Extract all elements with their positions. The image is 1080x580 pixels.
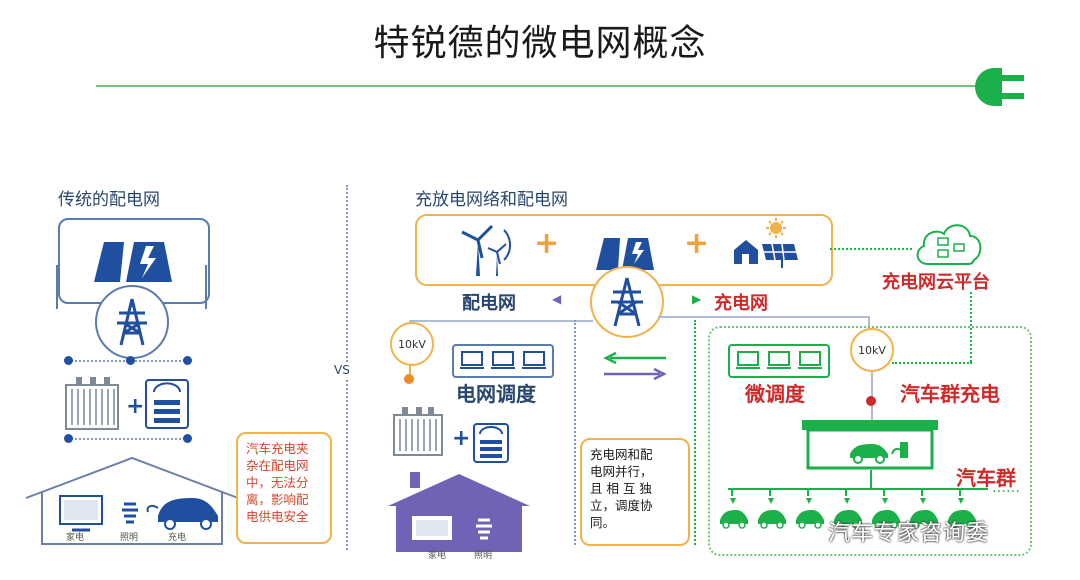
plus-icon: + bbox=[126, 394, 145, 419]
node-dot bbox=[183, 356, 192, 365]
plug-logo-icon bbox=[975, 68, 1024, 106]
plus-icon: + bbox=[452, 426, 471, 451]
callout-line: 充电网和配 bbox=[590, 447, 653, 462]
ev-car-row bbox=[720, 488, 976, 529]
arrow-right-icon: ▶ bbox=[692, 292, 702, 306]
micro-dispatch-label: 微调度 bbox=[745, 382, 805, 406]
cloud-platform-label: 充电网云平台 bbox=[882, 272, 990, 293]
plus-icon: + bbox=[684, 226, 710, 261]
grid-label: 配电网 bbox=[462, 293, 516, 314]
charge-feeder-line bbox=[694, 320, 696, 545]
home-label: 充电 bbox=[168, 533, 187, 543]
node-dot bbox=[866, 396, 876, 406]
callout-line: 且 相 互 独 bbox=[590, 481, 652, 496]
node-dot bbox=[404, 374, 414, 384]
tower-circle bbox=[590, 266, 664, 338]
node-dot bbox=[64, 356, 73, 365]
wind-turbine-icon bbox=[461, 224, 511, 276]
monitor-icon bbox=[460, 351, 546, 369]
cloud-link-line bbox=[892, 362, 972, 364]
microgrid-region bbox=[708, 326, 1032, 556]
more-ellipsis-icon: …… bbox=[992, 480, 1020, 496]
arrow-left-icon: ◀ bbox=[552, 292, 562, 306]
grid-feeder-line bbox=[409, 320, 593, 322]
callout-line: 中，无法分 bbox=[246, 475, 309, 490]
left-heading: 传统的配电网 bbox=[58, 190, 160, 210]
callout-line: 立，调度协 bbox=[590, 498, 653, 513]
cloud-link-line bbox=[830, 248, 912, 250]
bidirectional-arrows-icon bbox=[603, 352, 667, 380]
micro-dispatch-screens bbox=[728, 344, 830, 378]
bus-line bbox=[68, 438, 188, 440]
meter-icon bbox=[145, 379, 189, 429]
transmission-tower-icon bbox=[117, 298, 147, 346]
purple-house-icon bbox=[388, 472, 530, 552]
grid-feeder-line bbox=[574, 320, 576, 545]
node-dot bbox=[126, 356, 135, 365]
charging-station-icon bbox=[802, 420, 938, 470]
connector-line bbox=[205, 265, 207, 309]
grid-dispatch-label: 电网调度 bbox=[456, 382, 536, 406]
power-plant-icon bbox=[596, 238, 654, 270]
right-heading: 充放电网络和配电网 bbox=[415, 190, 568, 210]
callout-line: 离，影响配 bbox=[246, 492, 309, 507]
car-charging-label: 汽车群充电 bbox=[900, 382, 1000, 406]
house-outline bbox=[25, 456, 239, 545]
callout-line: 电供电安全 bbox=[246, 509, 309, 524]
connector-line bbox=[56, 265, 58, 309]
callout-line: 同。 bbox=[590, 515, 616, 530]
page-title: 特锐德的微电网概念 bbox=[373, 23, 707, 64]
power-plant-icon bbox=[94, 242, 172, 282]
ev-car-icon bbox=[910, 488, 938, 529]
callout-line: 汽车充电夹 bbox=[246, 441, 309, 456]
kv-badge-left: 10kV bbox=[390, 322, 434, 366]
transformer-icon bbox=[65, 377, 119, 430]
connector-line bbox=[870, 470, 872, 488]
transmission-tower-icon bbox=[611, 277, 643, 327]
home-label: 照明 bbox=[474, 551, 493, 561]
transformer-icon bbox=[393, 407, 443, 456]
ev-car-icon bbox=[796, 488, 824, 529]
connector-line bbox=[868, 316, 870, 334]
charge-feeder-line bbox=[658, 316, 870, 318]
meter-icon bbox=[473, 423, 509, 463]
dispatch-screens bbox=[452, 344, 554, 378]
plus-icon: + bbox=[534, 226, 560, 261]
charge-network-label: 充电网 bbox=[714, 293, 768, 314]
ev-car-icon bbox=[720, 488, 748, 529]
vs-label: VS bbox=[334, 362, 350, 378]
monitor-icon bbox=[736, 351, 822, 369]
header-divider bbox=[96, 85, 976, 87]
ev-car-icon bbox=[872, 488, 900, 529]
tower-circle bbox=[95, 285, 169, 359]
middle-callout: 充电网和配 电网并行， 且 相 互 独 立，调度协 同。 bbox=[580, 438, 690, 546]
left-callout: 汽车充电夹 杂在配电网 中，无法分 离，影响配 电供电安全 bbox=[236, 432, 332, 544]
solar-home-icon bbox=[734, 218, 798, 268]
car-bus-line bbox=[728, 488, 988, 490]
home-label: 照明 bbox=[120, 533, 139, 543]
kv-badge-right: 10kV bbox=[850, 328, 894, 372]
car-group-label: 汽车群 bbox=[956, 466, 1016, 490]
connector-line bbox=[409, 364, 411, 378]
home-label: 家电 bbox=[428, 551, 447, 561]
home-label: 家电 bbox=[66, 533, 85, 543]
node-dot bbox=[64, 434, 73, 443]
callout-line: 杂在配电网 bbox=[246, 458, 309, 473]
ev-car-icon bbox=[834, 488, 862, 529]
node-dot bbox=[183, 434, 192, 443]
ev-car-icon bbox=[758, 488, 786, 529]
watermark-text: 汽车专家咨询委 bbox=[828, 521, 990, 546]
ev-car-icon bbox=[948, 488, 976, 529]
callout-line: 电网并行， bbox=[590, 464, 653, 479]
cloud-icon bbox=[916, 224, 982, 265]
